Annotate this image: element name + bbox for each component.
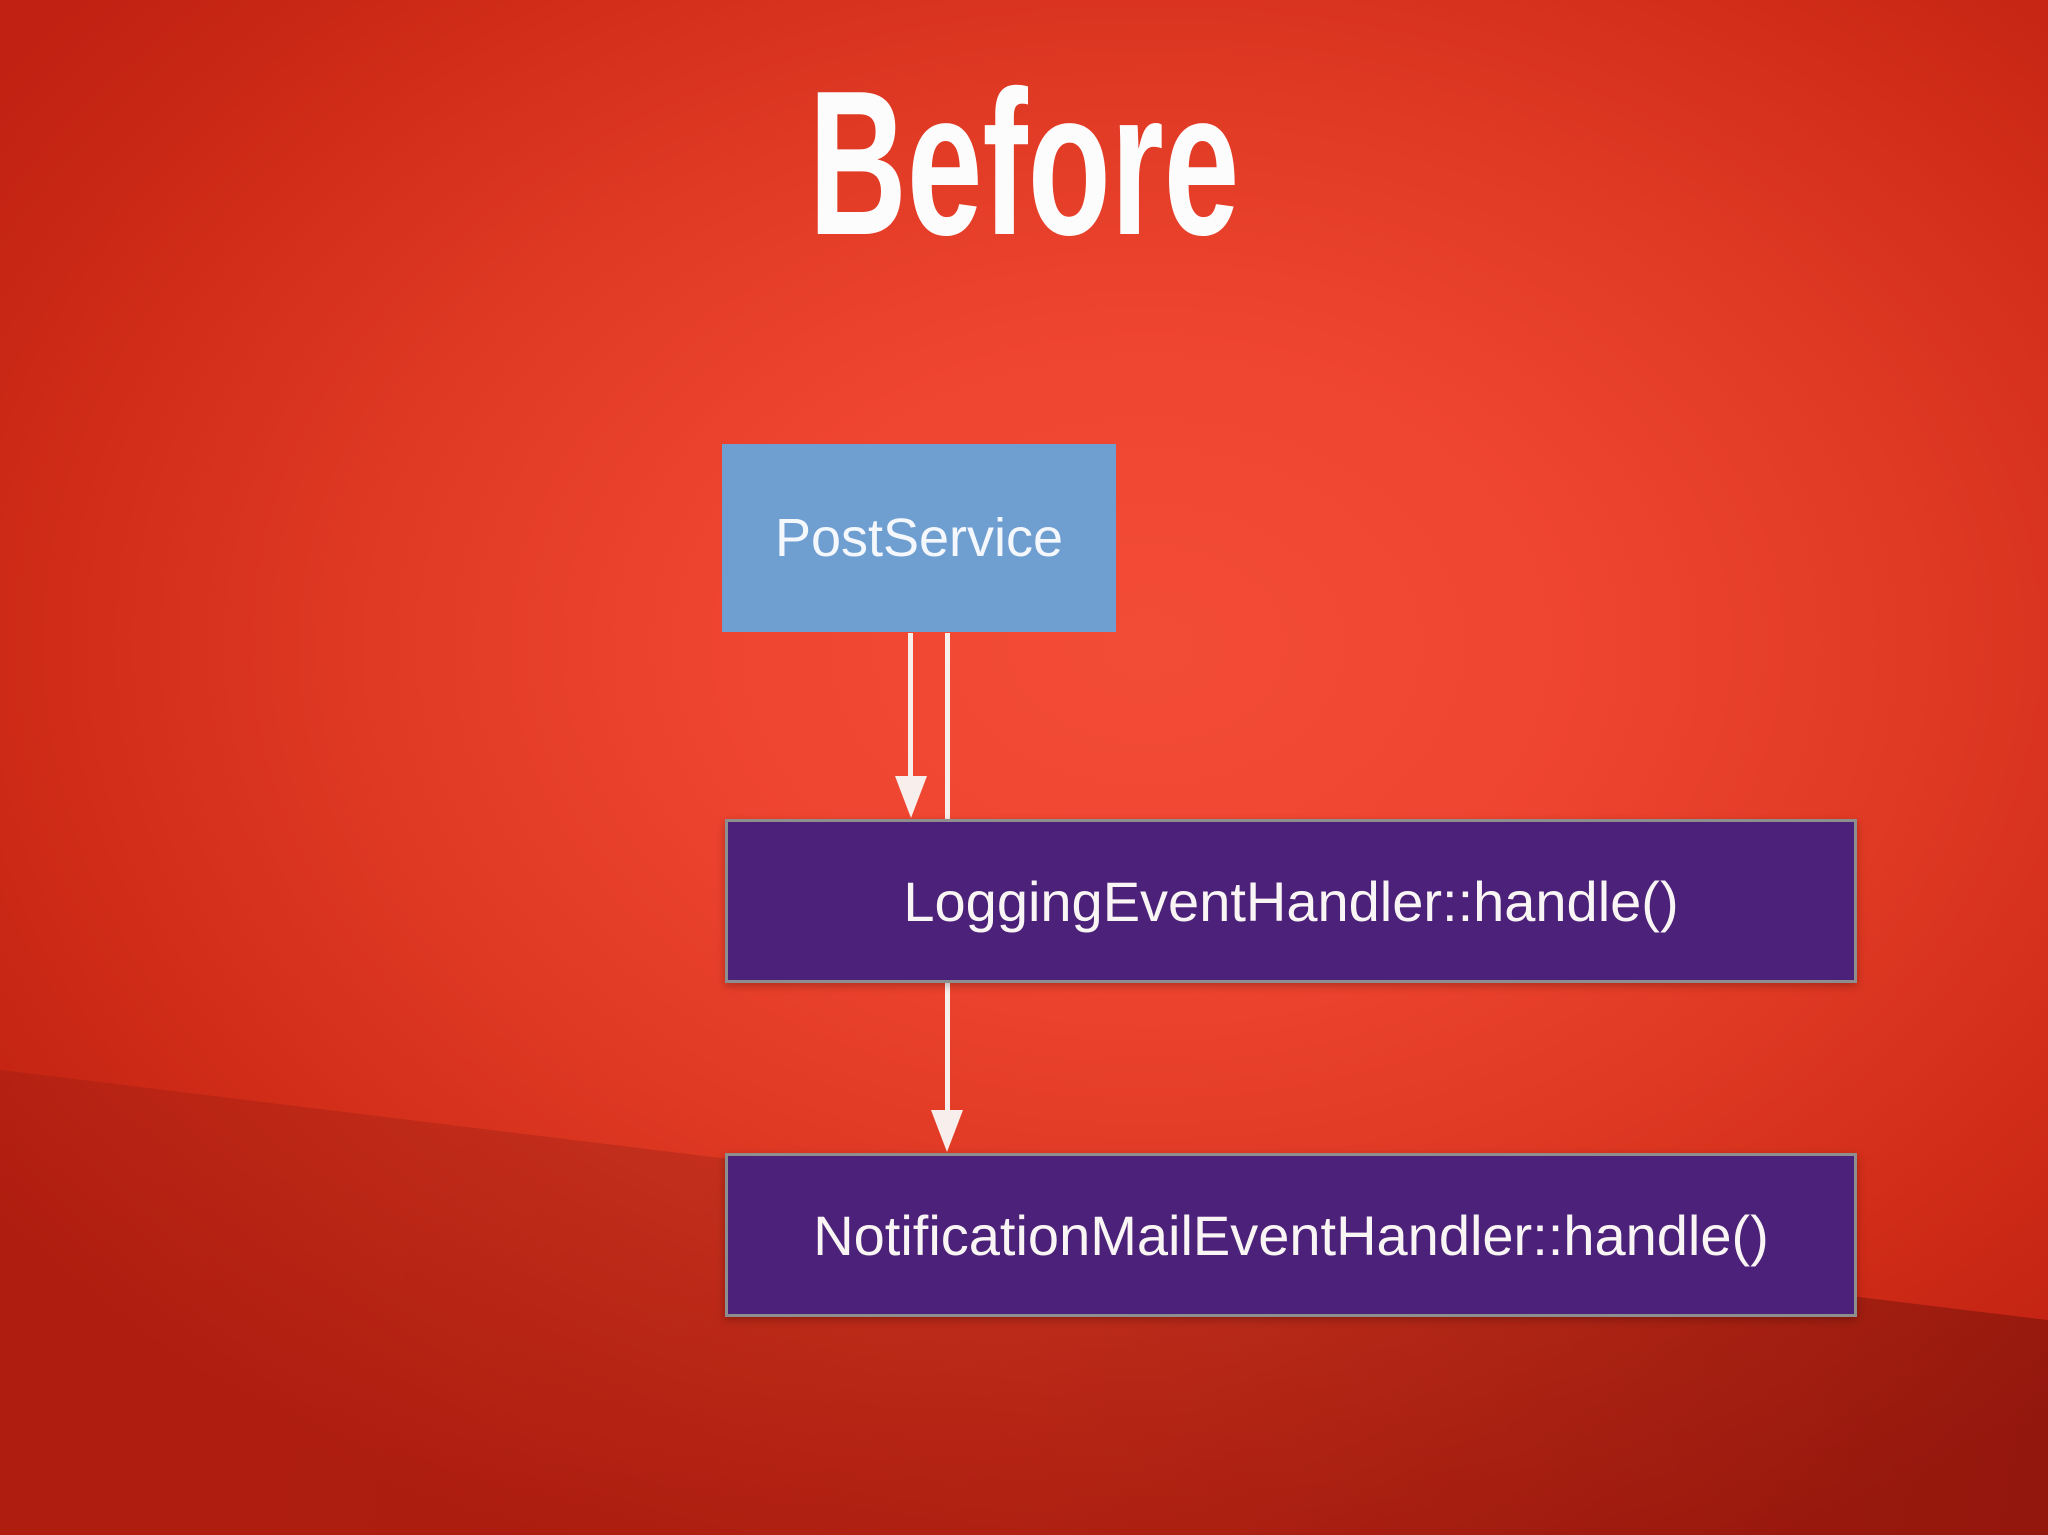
node-logging-event-handler-label: LoggingEventHandler::handle() [903,869,1679,933]
node-notification-mail-event-handler-label: NotificationMailEventHandler::handle() [813,1203,1769,1267]
slide-title: Before [808,48,1240,278]
arrow-postservice-to-logging-stem [908,633,913,778]
node-postservice-label: PostService [774,508,1064,568]
arrow-postservice-to-notification-stem-lower [945,983,950,1113]
node-logging-event-handler: LoggingEventHandler::handle() [725,819,1857,983]
arrow-postservice-to-notification-stem-upper [945,633,950,819]
node-postservice: PostService [722,444,1116,632]
arrow-postservice-to-logging-head-icon [895,776,927,818]
node-notification-mail-event-handler: NotificationMailEventHandler::handle() [725,1153,1857,1317]
arrow-postservice-to-notification-head-icon [931,1110,963,1152]
